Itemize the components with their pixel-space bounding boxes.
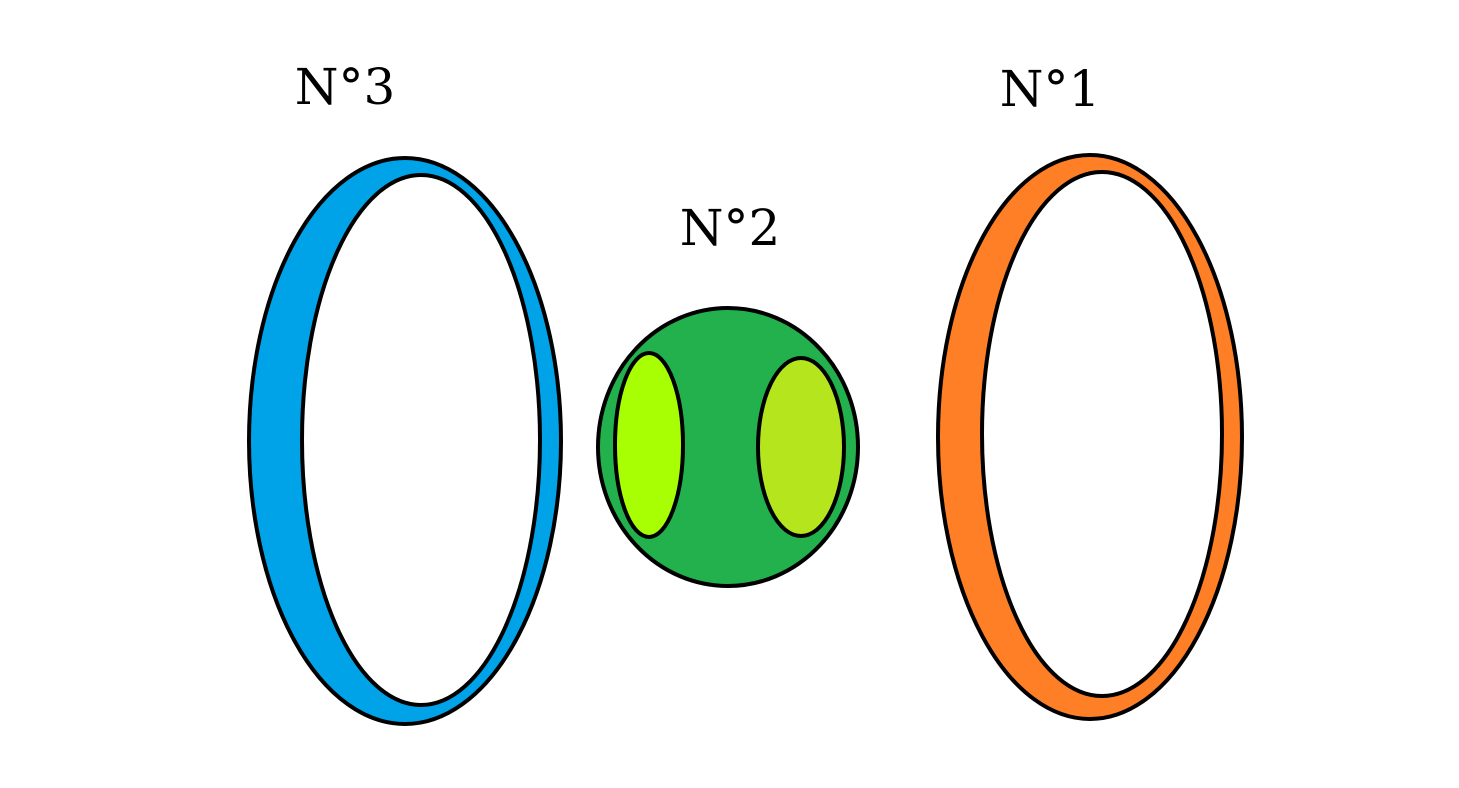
ring-3-inner — [300, 173, 542, 707]
ring-1 — [936, 153, 1244, 721]
ring-1-inner — [980, 170, 1224, 698]
sphere-2-right-patch — [756, 356, 846, 538]
sphere-2-left-patch — [613, 351, 685, 539]
label-n1: N°1 — [1000, 60, 1101, 118]
sphere-2 — [596, 306, 860, 588]
ring-3 — [247, 156, 563, 726]
label-n2: N°2 — [680, 199, 781, 257]
label-n3: N°3 — [295, 58, 396, 116]
